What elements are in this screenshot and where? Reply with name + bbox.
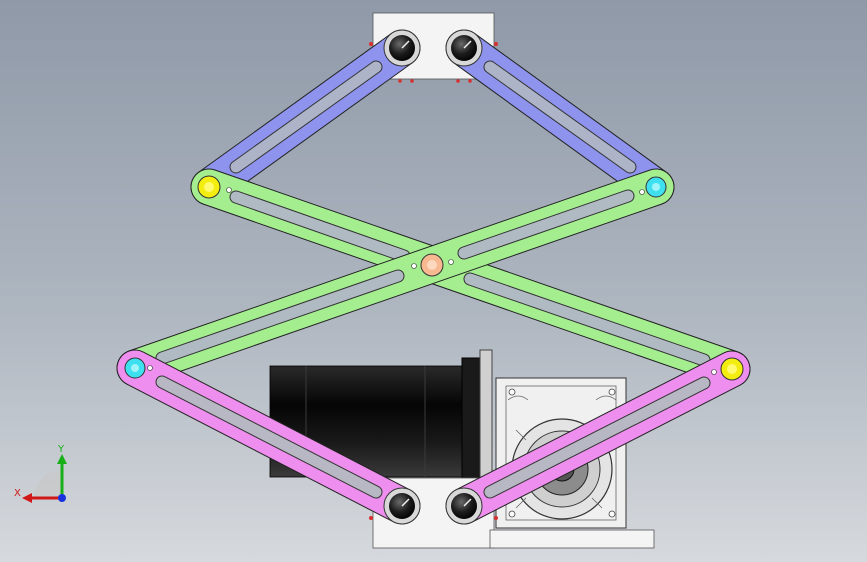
top-right-pivot-knob[interactable] <box>445 29 483 67</box>
top-left-pivot-knob[interactable] <box>383 29 421 67</box>
bottom-left-pivot-knob[interactable] <box>383 487 421 525</box>
upper-left-arm[interactable] <box>190 29 421 206</box>
upper-right-arm[interactable] <box>445 29 675 206</box>
bottom-right-pivot-knob[interactable] <box>445 487 483 525</box>
lower-right-arm[interactable] <box>445 350 751 525</box>
center-pivot-pin[interactable] <box>411 253 454 277</box>
upper-right-cyan-pin[interactable] <box>639 176 667 198</box>
center-arm-descending[interactable] <box>190 168 751 388</box>
lower-right-yellow-pin[interactable] <box>711 357 744 381</box>
upper-left-yellow-pin[interactable] <box>197 175 232 199</box>
x-axis-label: X <box>14 488 21 499</box>
triad-plane-icon <box>34 470 62 498</box>
lower-left-arm[interactable] <box>116 349 421 525</box>
coordinate-triad: Y X <box>14 444 67 503</box>
z-axis-dot <box>58 494 66 502</box>
center-arm-ascending[interactable] <box>116 168 675 387</box>
lower-left-cyan-pin[interactable] <box>124 357 153 379</box>
y-axis-label: Y <box>57 444 65 455</box>
